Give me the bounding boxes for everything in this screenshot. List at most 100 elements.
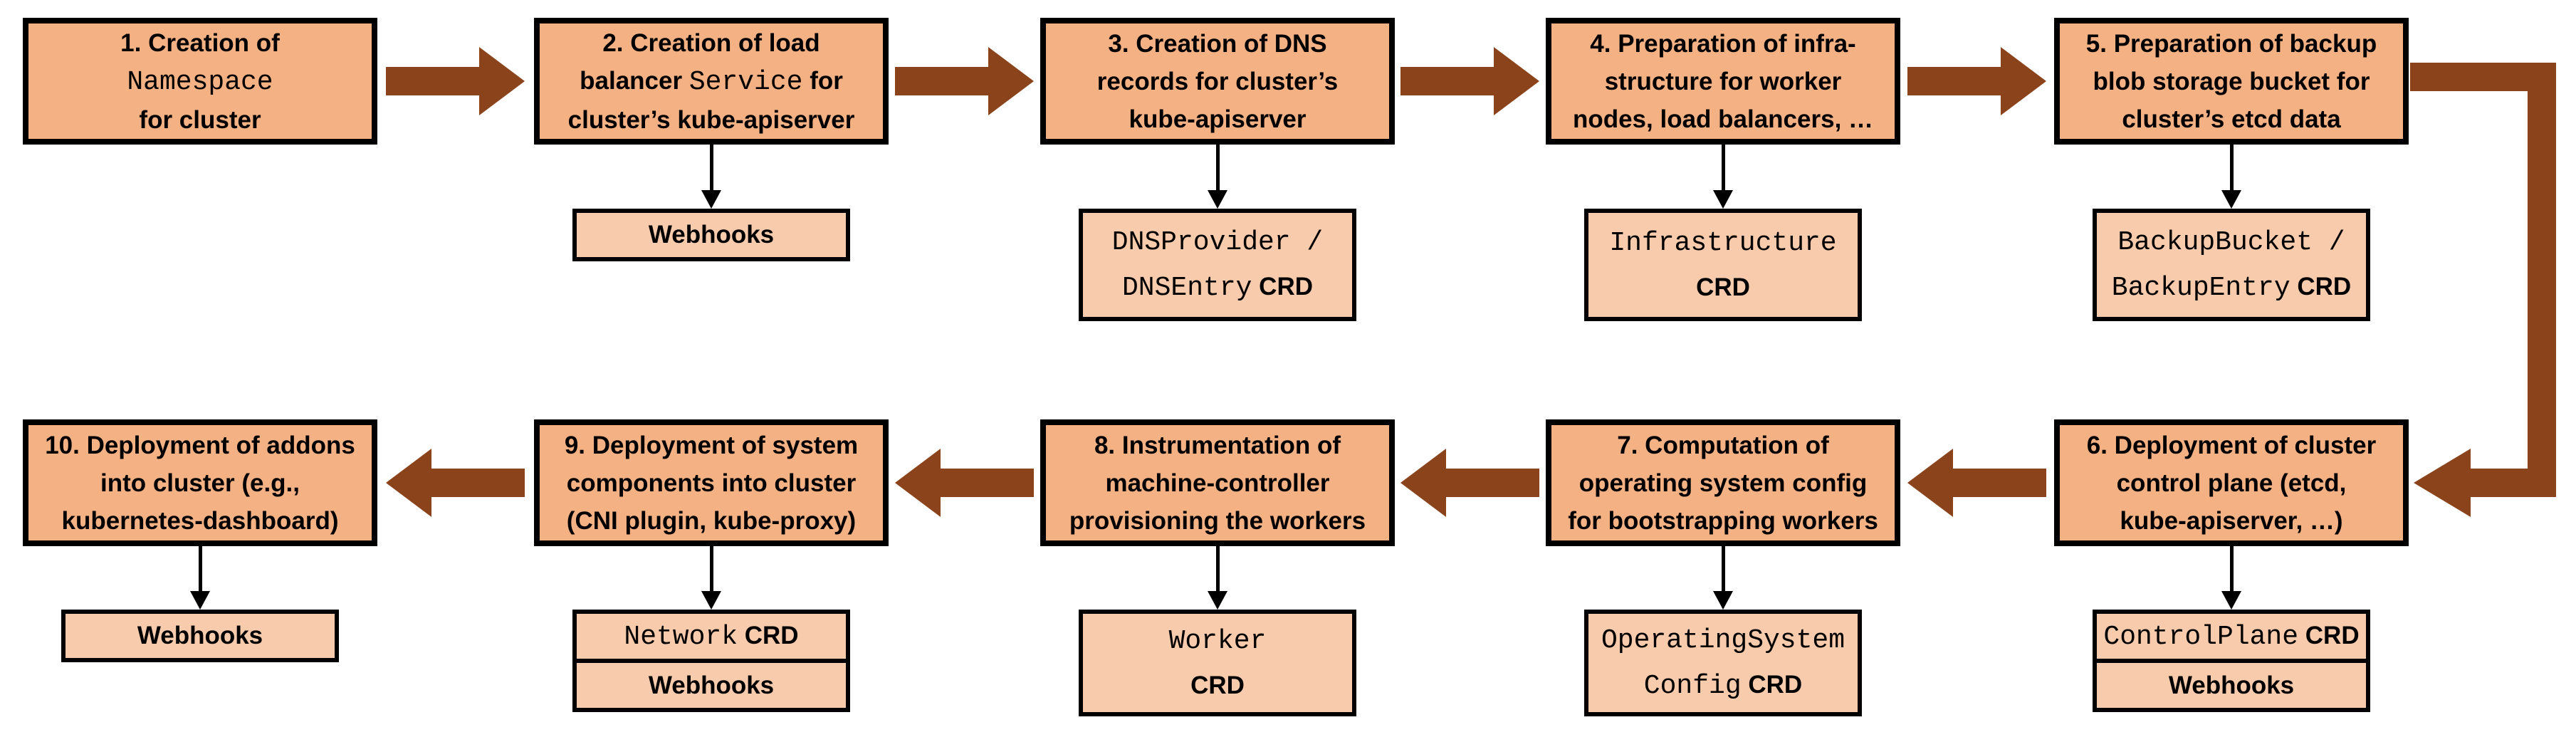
webhooks-box-step10: Webhooks — [61, 610, 339, 662]
text-segment: Webhooks — [2168, 671, 2295, 699]
text-segment: CRD — [1190, 672, 1245, 699]
text-segment: blob storage bucket for — [2093, 67, 2370, 95]
arrow-body — [1907, 67, 2001, 95]
text-segment: operating system config — [1578, 469, 1868, 497]
text-segment: Webhooks — [648, 671, 775, 699]
step-4-box: 4. Preparation of infra- structure for w… — [1546, 18, 1900, 145]
infrastructure-crd-box: Infrastructure CRD — [1584, 209, 1862, 321]
text-segment: cluster’s etcd data — [2122, 105, 2341, 133]
sub-text-line: Webhooks — [2169, 664, 2294, 708]
text-segment-mono: BackupEntry — [2111, 273, 2290, 303]
text-segment: 3. Creation of DNS — [1108, 29, 1327, 58]
step-text-line: 7. Computation of — [1617, 427, 1828, 464]
text-segment: 1. Creation of — [120, 28, 280, 57]
step-text-line: Namespace — [127, 62, 273, 101]
text-segment: for — [802, 66, 843, 95]
step-text-line: 5. Preparation of backup — [2086, 25, 2377, 63]
sub-text-line: Worker — [1169, 618, 1267, 664]
crd-connector-arrow — [701, 145, 721, 209]
arrow-body — [431, 469, 525, 497]
text-segment: 6. Deployment of cluster — [2086, 431, 2377, 459]
arrow-head-down-icon — [190, 591, 210, 610]
text-segment-mono: OperatingSystem — [1601, 625, 1845, 656]
text-segment-mono: Infrastructure — [1609, 228, 1837, 258]
step-text-line: kube-apiserver, …) — [2120, 502, 2342, 540]
text-segment: provisioning the workers — [1069, 506, 1366, 535]
webhooks-box-step2: Webhooks — [572, 209, 850, 261]
dns-crd-box: DNSProvider / DNSEntry CRD — [1079, 209, 1356, 321]
step-text-line: 8. Instrumentation of — [1094, 427, 1341, 464]
text-segment: kubernetes-dashboard) — [61, 506, 339, 535]
connector-line — [2229, 145, 2234, 190]
step-text-line: structure for worker — [1605, 63, 1842, 100]
sub-text-line: CRD — [1190, 664, 1245, 708]
text-segment: 2. Creation of load — [602, 28, 820, 57]
arrow-head-right-icon — [1494, 47, 1539, 115]
crd-connector-arrow — [2221, 545, 2241, 610]
step-text-line: 3. Creation of DNS — [1108, 25, 1326, 63]
flow-arrow-step9-step10 — [386, 449, 525, 517]
crd-connector-arrow — [190, 545, 210, 610]
step-5-box: 5. Preparation of backup blob storage bu… — [2054, 18, 2409, 145]
step-text-line: kube-apiserver — [1129, 100, 1306, 138]
text-segment: (CNI plugin, kube-proxy) — [566, 506, 857, 535]
text-segment: components into cluster — [566, 469, 857, 497]
text-segment: cluster’s kube-apiserver — [567, 105, 855, 134]
arrow-head-down-icon — [1713, 591, 1733, 610]
step-text-line: for cluster — [139, 101, 261, 139]
text-segment-mono: Service — [688, 66, 803, 98]
controlplane-crd-stack: ControlPlane CRD Webhooks — [2093, 610, 2370, 712]
arrow-body — [1446, 469, 1539, 497]
step-text-line: cluster’s kube-apiserver — [568, 101, 855, 139]
sub-text-line: Webhooks — [649, 664, 774, 708]
step-text-line: balancer Service for — [580, 62, 843, 101]
sub-text-line: CRD — [1696, 266, 1750, 310]
step-text-line: 1. Creation of — [120, 24, 280, 62]
flow-arrow-step8-step9 — [895, 449, 1034, 517]
text-segment-mono: DNSProvider / — [1111, 227, 1324, 258]
step-text-line: 2. Creation of load — [602, 24, 820, 62]
arrow-body — [941, 469, 1034, 497]
step-text-line: (CNI plugin, kube-proxy) — [567, 502, 856, 540]
sub-text-line: BackupBucket / — [2117, 219, 2345, 265]
arrow-head-down-icon — [701, 190, 721, 209]
sub-text-line: Config CRD — [1644, 663, 1802, 709]
connector-line — [2229, 545, 2234, 591]
step-text-line: operating system config — [1579, 464, 1868, 502]
connector-line — [709, 145, 713, 190]
sub-text-line: Webhooks — [649, 213, 774, 257]
text-segment: 8. Instrumentation of — [1094, 431, 1341, 459]
crd-connector-arrow — [1208, 545, 1227, 610]
crd-connector-arrow — [2221, 145, 2241, 209]
step-text-line: kubernetes-dashboard) — [62, 502, 339, 540]
crd-connector-arrow — [1208, 145, 1227, 209]
arrow-head-left-icon — [1907, 449, 1953, 517]
step-text-line: 9. Deployment of system — [565, 427, 858, 464]
step-text-line: 6. Deployment of cluster — [2087, 427, 2376, 464]
backup-crd-box: BackupBucket / BackupEntry CRD — [2093, 209, 2370, 321]
arrow-body — [386, 67, 479, 95]
sub-text-line: BackupEntry CRD — [2112, 265, 2351, 310]
network-crd-box: Network CRD — [572, 610, 850, 663]
step-text-line: 10. Deployment of addons — [45, 427, 355, 464]
flow-arrow-step4-step5 — [1907, 47, 2046, 115]
arrow-head-down-icon — [1208, 591, 1227, 610]
text-segment: kube-apiserver, …) — [2120, 506, 2343, 535]
text-segment-mono: BackupBucket / — [2117, 227, 2345, 258]
flow-arrow-step7-step8 — [1400, 449, 1539, 517]
text-segment-mono: Worker — [1168, 626, 1267, 657]
arrow-head-left-icon — [386, 449, 431, 517]
text-segment: for bootstrapping workers — [1568, 506, 1878, 535]
text-segment: CRD — [2298, 621, 2360, 649]
webhooks-box-step6: Webhooks — [2093, 659, 2370, 712]
crd-connector-arrow — [1713, 545, 1733, 610]
text-segment: for cluster — [139, 105, 261, 134]
flow-arrow-step5-step6 — [2410, 63, 2556, 517]
text-segment: 4. Preparation of infra- — [1590, 29, 1856, 58]
text-segment: records for cluster’s — [1096, 67, 1339, 95]
text-segment: CRD — [1252, 273, 1313, 301]
step-8-box: 8. Instrumentation of machine-controller… — [1040, 419, 1395, 546]
network-crd-stack: Network CRD Webhooks — [572, 610, 850, 712]
webhooks-box-step9: Webhooks — [572, 659, 850, 712]
text-segment: structure for worker — [1604, 67, 1842, 95]
